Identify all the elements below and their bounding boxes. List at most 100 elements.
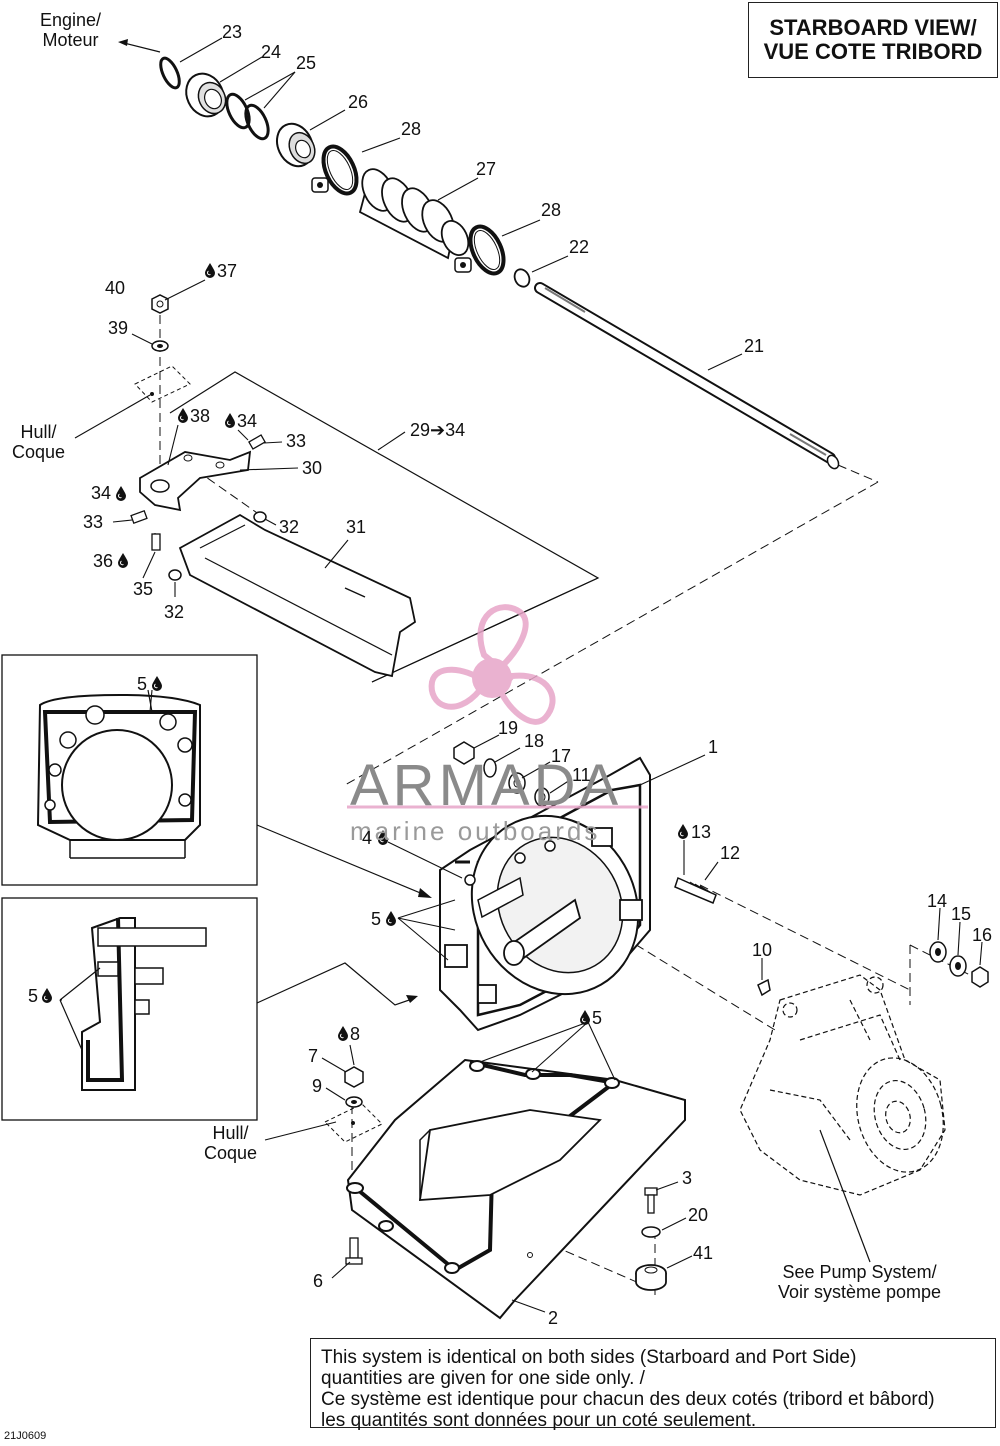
callout-16: 16	[972, 925, 993, 945]
callout-23: 23	[222, 22, 243, 42]
callout-9: 9	[312, 1076, 323, 1096]
callout-8: 8	[350, 1024, 361, 1044]
part-21-driveshaft	[534, 282, 840, 470]
part-12-stud	[674, 876, 717, 904]
part-40-nut	[151, 294, 169, 314]
bracket-assembly-outline	[169, 371, 600, 683]
loctite-drop-icon	[337, 1025, 349, 1042]
callout-4: 4	[362, 828, 373, 848]
callout-5-inset-lower: 5	[28, 986, 39, 1006]
part-26-seal	[276, 122, 316, 168]
callout-37: 37	[217, 261, 238, 281]
callout-41: 41	[693, 1243, 714, 1263]
callout-28-lower: 28	[541, 200, 562, 220]
loctite-drop-icon	[115, 485, 127, 502]
hull-label-lower: Hull/ Coque	[204, 1123, 258, 1163]
loctite-drop-icon	[204, 262, 216, 279]
callout-27: 27	[476, 159, 497, 179]
inset-box-lower	[1, 897, 258, 1121]
view-title-line2: VUE COTE TRIBORD	[763, 39, 983, 64]
callout-21: 21	[744, 336, 765, 356]
part-23-ring	[159, 56, 181, 90]
propeller-logo-icon	[428, 604, 556, 725]
note-box: This system is identical on both sides (…	[310, 1338, 996, 1431]
loctite-drop-icon	[117, 552, 129, 569]
loctite-drop-icon	[224, 412, 236, 429]
note-line-3: Ce système est identique pour chacun des…	[321, 1389, 935, 1410]
engine-label: Engine/ Moteur	[40, 10, 102, 50]
range-label: 29➔34	[410, 420, 466, 440]
hull-label-upper: Hull/ Coque	[12, 422, 66, 462]
note-line-4: les quantités sont données pour un coté …	[321, 1410, 757, 1431]
view-title-box: STARBOARD VIEW/ VUE COTE TRIBORD	[748, 2, 998, 78]
pump-system-label: See Pump System/ Voir système pompe	[778, 1262, 942, 1302]
callout-33-upper: 33	[286, 431, 307, 451]
part-33-screw-lower	[130, 510, 148, 524]
callout-38: 38	[190, 406, 211, 426]
note-line-1: This system is identical on both sides (…	[321, 1347, 857, 1368]
part-18-washer	[483, 758, 497, 778]
callout-22: 22	[569, 237, 590, 257]
part-31-slide	[178, 513, 417, 678]
callout-14: 14	[927, 891, 948, 911]
part-25-orings	[225, 92, 270, 141]
part-32-nut-upper	[253, 511, 267, 523]
callout-18: 18	[524, 731, 545, 751]
part-6-screw	[345, 1237, 363, 1265]
callout-32-lower: 32	[164, 602, 185, 622]
part-24-sleeve	[185, 72, 227, 118]
part-1-housing	[439, 756, 651, 1032]
callout-5-housing: 5	[371, 909, 382, 929]
callout-39: 39	[108, 318, 129, 338]
part-8-nut	[344, 1066, 364, 1088]
view-title-line1: STARBOARD VIEW/	[769, 15, 977, 40]
callout-1: 1	[708, 737, 719, 757]
callout-19: 19	[498, 718, 519, 738]
part-33-screw-upper	[248, 434, 266, 450]
part-41-grommet	[635, 1264, 667, 1291]
watermark-tagline: marine outboards	[350, 816, 601, 846]
callout-13: 13	[691, 822, 712, 842]
part-17-washer	[508, 772, 526, 794]
callout-34-lower: 34	[91, 483, 112, 503]
callout-24: 24	[261, 42, 282, 62]
loctite-drop-icon	[579, 1009, 591, 1026]
callout-32-upper: 32	[279, 517, 300, 537]
callout-28-upper: 28	[401, 119, 422, 139]
callout-34-upper: 34	[237, 411, 258, 431]
part-35-bolt	[151, 533, 161, 551]
part-22-bushing	[513, 268, 531, 288]
part-20-washer	[641, 1226, 661, 1238]
part-9-washer	[345, 1096, 363, 1108]
callout-5-inset-upper: 5	[137, 674, 148, 694]
callout-20: 20	[688, 1205, 709, 1225]
callout-5-plate: 5	[592, 1008, 603, 1028]
callout-40: 40	[105, 278, 126, 298]
callout-3: 3	[682, 1168, 693, 1188]
callout-2: 2	[548, 1308, 559, 1328]
callout-36: 36	[93, 551, 114, 571]
part-28-clamp-lower	[454, 224, 506, 276]
loctite-drop-icon	[677, 823, 689, 840]
callout-26: 26	[348, 92, 369, 112]
part-3-screw	[644, 1187, 658, 1214]
callout-11: 11	[572, 765, 591, 785]
engine-arrow	[118, 39, 161, 53]
inset-box-upper	[1, 654, 258, 886]
callout-30: 30	[302, 458, 323, 478]
part-15-washer	[949, 955, 967, 977]
callout-25: 25	[296, 53, 317, 73]
note-line-2: quantities are given for one side only. …	[321, 1368, 645, 1389]
part-32-nut-lower	[168, 569, 182, 581]
callout-12: 12	[720, 843, 741, 863]
callout-31: 31	[346, 517, 367, 537]
document-id: 21J0609	[4, 1430, 47, 1442]
pump-housing-phantom	[739, 974, 946, 1196]
loctite-drop-icon	[385, 910, 397, 927]
callout-33-lower: 33	[83, 512, 104, 532]
callout-6: 6	[313, 1271, 324, 1291]
part-10-clip	[757, 978, 771, 997]
part-28-clamp-upper	[311, 144, 359, 196]
callout-17: 17	[551, 746, 572, 766]
